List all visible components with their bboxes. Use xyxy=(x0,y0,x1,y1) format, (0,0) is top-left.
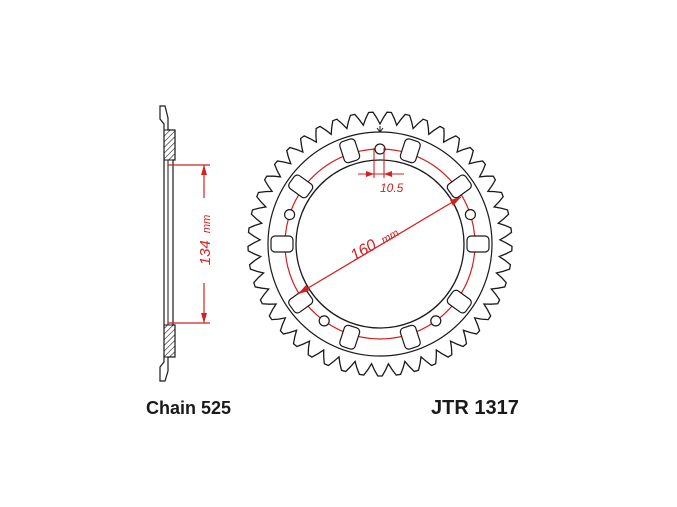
lightening-window xyxy=(288,289,314,314)
side-profile-view xyxy=(159,105,176,382)
sprocket-front-view xyxy=(247,111,513,377)
height-unit: mm xyxy=(201,215,213,233)
bolt-hole-dimension: 10.5 xyxy=(358,148,404,195)
part-number-caption: JTR 1317 xyxy=(431,397,519,419)
bolt-arrow-left xyxy=(366,171,374,177)
sprocket-center-bore xyxy=(295,159,465,329)
lightening-window xyxy=(288,174,314,199)
lightening-window xyxy=(446,174,472,199)
bolt-hole xyxy=(430,315,442,327)
bolt-hole xyxy=(284,209,296,221)
height-arrow-top xyxy=(201,165,207,175)
lightening-window xyxy=(466,235,490,253)
height-dimension: 134 mm xyxy=(168,164,214,324)
index-marker-icon xyxy=(376,126,384,133)
lightening-window xyxy=(270,235,294,253)
bolt-hole-label: 10.5 xyxy=(380,181,404,195)
lightening-window xyxy=(399,324,421,350)
lightening-window xyxy=(446,289,472,314)
pcd-arrow-start xyxy=(298,285,309,294)
lightening-window xyxy=(339,324,361,350)
height-dimension-label: 134 mm xyxy=(197,215,214,266)
bolt-arrow-right xyxy=(384,171,392,177)
chain-caption: Chain 525 xyxy=(146,398,231,418)
pcd-diameter-line xyxy=(297,196,462,295)
side-hub-top xyxy=(163,129,176,161)
bolt-hole xyxy=(374,143,386,155)
height-value: 134 xyxy=(197,240,214,265)
lightening-window xyxy=(399,138,421,164)
pcd-arrow-end xyxy=(450,197,461,206)
bolt-hole xyxy=(464,209,476,221)
bolt-hole xyxy=(318,315,330,327)
lightening-window xyxy=(339,138,361,164)
side-hub-bottom xyxy=(163,324,176,358)
height-arrow-bottom xyxy=(201,313,207,323)
